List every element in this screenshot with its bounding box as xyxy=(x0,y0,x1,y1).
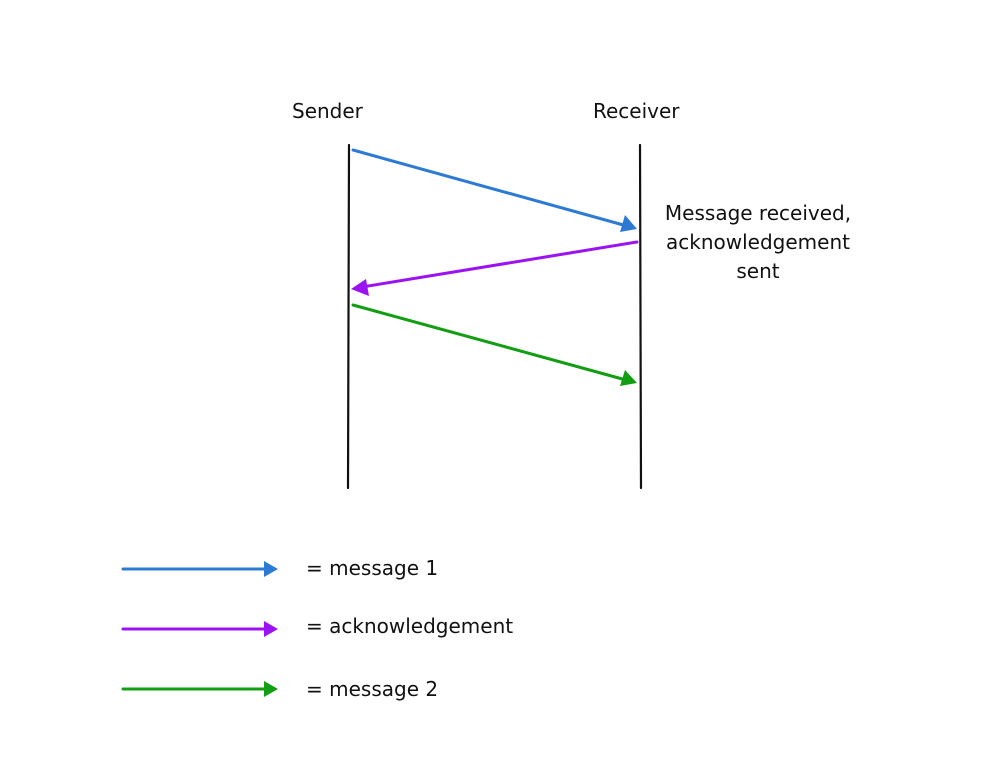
legend-arrow-acknowledgement xyxy=(121,621,278,637)
receiver-lifeline xyxy=(638,143,643,490)
note-line-2: acknowledgement xyxy=(666,230,850,254)
acknowledgement-arrow xyxy=(351,240,639,296)
sender-title: Sender xyxy=(292,99,363,123)
legend-label-acknowledgement: = acknowledgement xyxy=(306,614,514,638)
message-2-arrow xyxy=(351,303,637,386)
note-line-3: sent xyxy=(736,259,780,283)
legend-arrow-message-1 xyxy=(121,561,278,577)
note-line-1: Message received, xyxy=(664,201,852,225)
legend-label-message-2: = message 2 xyxy=(306,677,439,701)
sender-lifeline xyxy=(346,143,351,490)
legend-arrow-message-2 xyxy=(121,681,278,697)
legend-label-message-1: = message 1 xyxy=(306,556,439,580)
receiver-title: Receiver xyxy=(593,99,680,123)
receiver-note: Message received, acknowledgement sent xyxy=(648,199,868,286)
message-1-arrow xyxy=(351,148,637,232)
